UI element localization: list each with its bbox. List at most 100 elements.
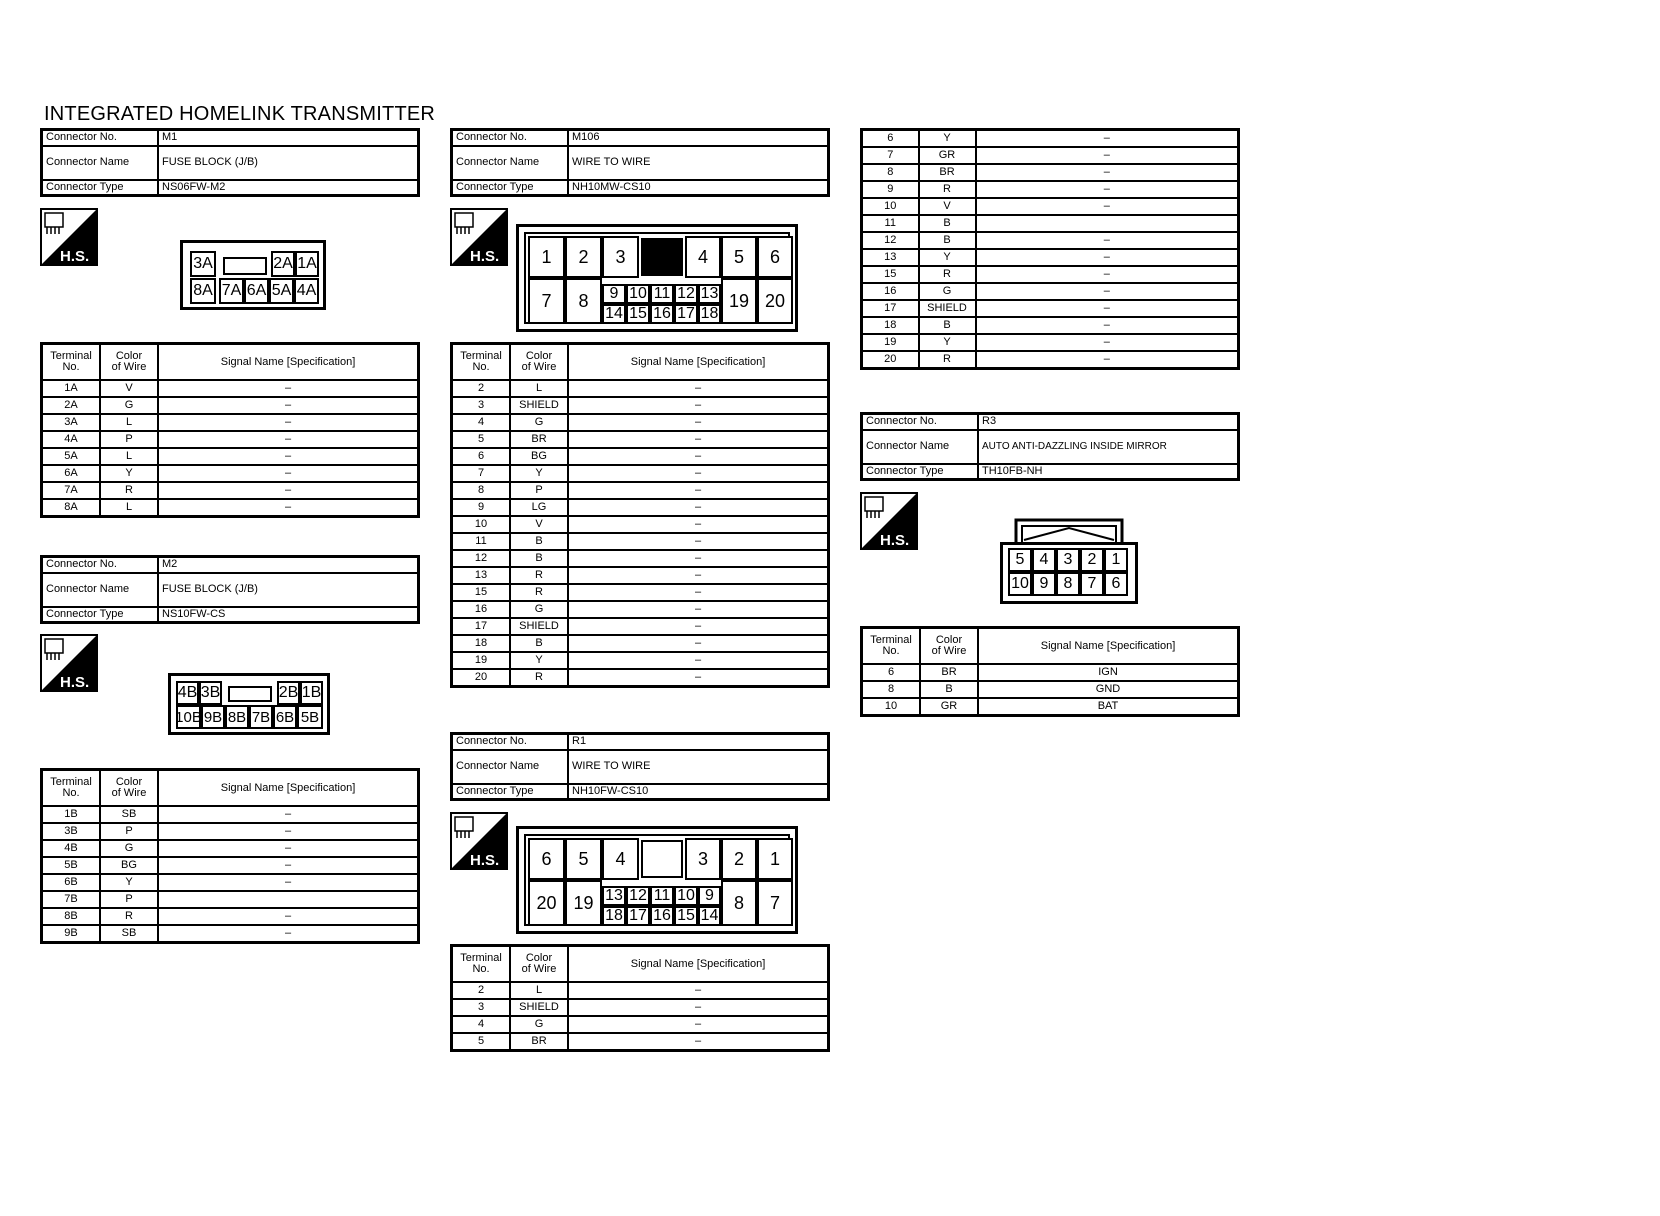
wire-color-cell: Y bbox=[99, 464, 159, 483]
wire-color-cell: P bbox=[99, 430, 159, 449]
signal-name-cell: GND bbox=[977, 680, 1240, 699]
wire-color-cell: BR bbox=[509, 1032, 569, 1052]
terminal-no-cell: 10 bbox=[860, 697, 921, 717]
connector-type-value: NH10MW-CS10 bbox=[567, 178, 830, 197]
pin: 6A bbox=[244, 278, 269, 304]
connector-face-r1: 6 5 4 3 2 1 20 19 13 12 11 10 9 18 17 16… bbox=[516, 826, 798, 934]
wire-color-cell: P bbox=[99, 822, 159, 841]
wire-color-cell: SB bbox=[99, 805, 159, 824]
pin: 7 bbox=[1080, 572, 1104, 596]
pin: 5A bbox=[269, 278, 294, 304]
wire-color-cell: B bbox=[917, 214, 977, 233]
terminal-no-cell: 3 bbox=[450, 396, 511, 415]
pin: 5 bbox=[721, 236, 757, 278]
signal-name-cell: – bbox=[567, 651, 830, 670]
pin: 8 bbox=[565, 278, 602, 324]
pin: 8A bbox=[190, 278, 216, 304]
signal-name-cell: – bbox=[567, 634, 830, 653]
pin-lock bbox=[228, 686, 272, 702]
terminal-no-cell: 16 bbox=[860, 282, 920, 301]
signal-name-cell: – bbox=[157, 839, 420, 858]
signal-name-cell: – bbox=[567, 498, 830, 517]
harness-side-icon: H.S. bbox=[860, 492, 918, 550]
connector-type-label: Connector Type bbox=[860, 462, 979, 481]
pin: 13 bbox=[698, 284, 721, 304]
terminal-no-cell: 18 bbox=[860, 316, 920, 335]
pin: 4 bbox=[685, 236, 721, 278]
harness-side-icon: H.S. bbox=[450, 208, 508, 266]
pin: 1 bbox=[528, 236, 565, 278]
wire-color-cell: G bbox=[99, 839, 159, 858]
harness-side-icon: H.S. bbox=[40, 208, 98, 266]
pin: 12 bbox=[674, 284, 698, 304]
terminal-no-cell: 8 bbox=[450, 481, 511, 500]
wire-color-cell: B bbox=[917, 231, 977, 250]
signal-name-cell: – bbox=[157, 379, 420, 398]
pin: 3B bbox=[199, 681, 222, 705]
signal-name-cell: – bbox=[157, 498, 420, 518]
signal-name-cell: – bbox=[157, 464, 420, 483]
terminal-no-cell: 7B bbox=[40, 890, 101, 909]
signal-name-cell: – bbox=[567, 1015, 830, 1034]
terminal-no-cell: 5A bbox=[40, 447, 101, 466]
pin: 20 bbox=[757, 278, 793, 324]
signal-name-cell: – bbox=[157, 822, 420, 841]
wire-color-cell: R bbox=[99, 907, 159, 926]
pin: 1 bbox=[757, 838, 793, 880]
wire-color-cell: V bbox=[917, 197, 977, 216]
connector-name-value: AUTO ANTI-DAZZLING INSIDE MIRROR bbox=[977, 428, 1240, 465]
wire-color-cell: B bbox=[509, 634, 569, 653]
pin: 3 bbox=[602, 236, 639, 278]
terminal-no-cell: 8A bbox=[40, 498, 101, 518]
signal-name-cell: – bbox=[157, 430, 420, 449]
pin: 12 bbox=[626, 886, 650, 906]
signal-name-cell: – bbox=[567, 481, 830, 500]
terminal-no-cell: 17 bbox=[860, 299, 920, 318]
connector-no-label: Connector No. bbox=[450, 732, 569, 751]
wire-color-cell: L bbox=[99, 498, 159, 518]
pin: 4B bbox=[176, 681, 199, 705]
pin: 10 bbox=[626, 284, 650, 304]
signal-name-cell: – bbox=[974, 265, 1240, 284]
terminal-no-cell: 6B bbox=[40, 873, 101, 892]
signal-name-cell: – bbox=[567, 413, 830, 432]
connector-name-label: Connector Name bbox=[450, 144, 569, 181]
connector-no-value: M2 bbox=[157, 555, 420, 574]
signal-name-cell: – bbox=[567, 1032, 830, 1052]
signal-name-cell: – bbox=[157, 873, 420, 892]
pin: 6 bbox=[528, 838, 565, 880]
signal-name-cell: – bbox=[567, 515, 830, 534]
pin: 8B bbox=[225, 705, 249, 729]
signal-name-cell: – bbox=[974, 333, 1240, 352]
terminal-no-cell: 3A bbox=[40, 413, 101, 432]
wire-color-cell: L bbox=[509, 981, 569, 1000]
signal-name-cell: – bbox=[567, 447, 830, 466]
terminal-no-cell: 6 bbox=[860, 663, 921, 682]
pin: 10 bbox=[674, 886, 698, 906]
